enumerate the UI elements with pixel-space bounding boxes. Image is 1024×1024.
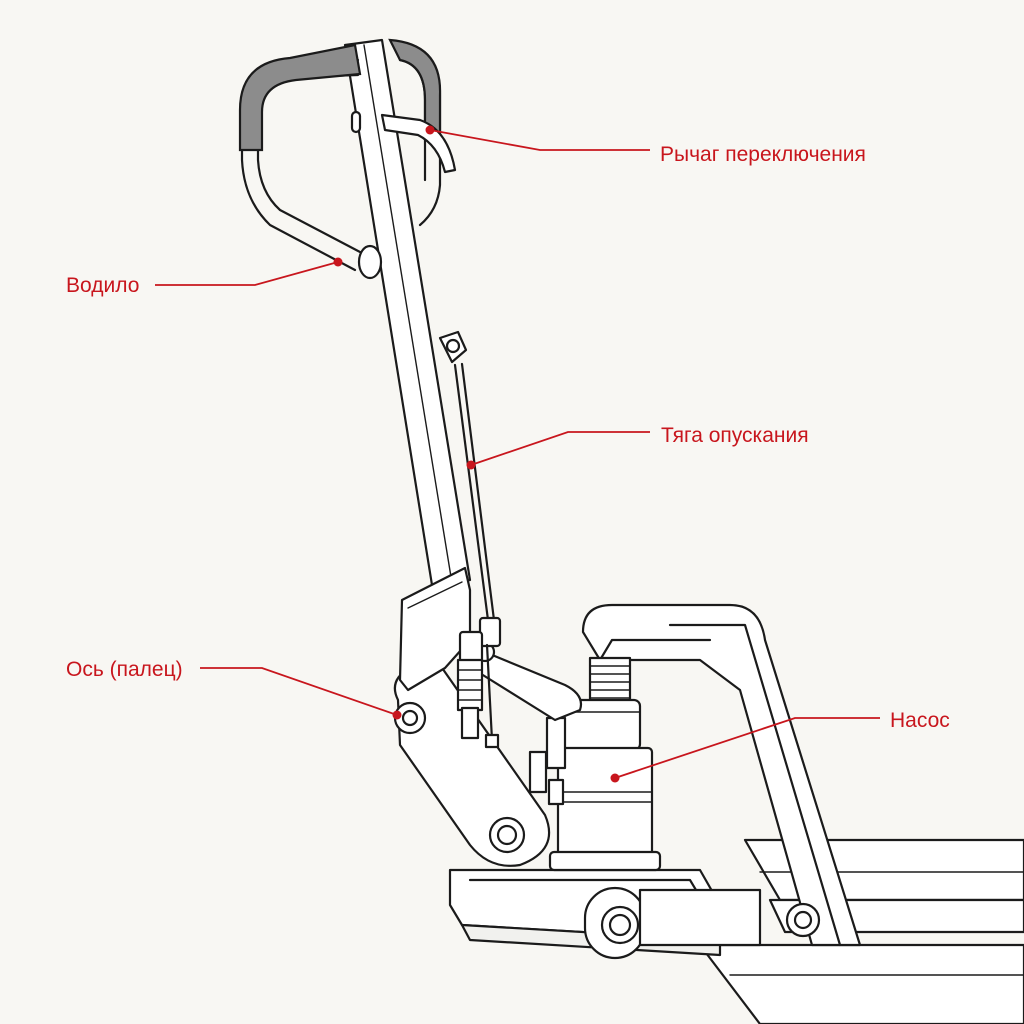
label-drawbar: Водило [66, 274, 139, 297]
pump-yoke [581, 603, 862, 947]
label-switch-lever: Рычаг переключения [660, 143, 866, 166]
label-pivot-pin: Ось (палец) [66, 658, 183, 681]
drawbar-tube [343, 38, 472, 692]
lowering-rod [438, 330, 502, 749]
callout-lowering-rod: Тяга опускания [466, 424, 809, 470]
callout-pump: Насос [610, 709, 950, 783]
callout-switch-lever: Рычаг переключения [425, 125, 866, 166]
handle-loop [238, 38, 442, 280]
crank-arm [474, 641, 583, 722]
hydraulic-pump [528, 656, 662, 872]
label-pump: Насос [890, 709, 950, 732]
base-plate [448, 868, 762, 960]
callout-drawbar: Водило [66, 257, 343, 297]
label-lowering-rod: Тяга опускания [661, 424, 809, 447]
callout-pivot-pin: Ось (палец) [66, 658, 402, 720]
